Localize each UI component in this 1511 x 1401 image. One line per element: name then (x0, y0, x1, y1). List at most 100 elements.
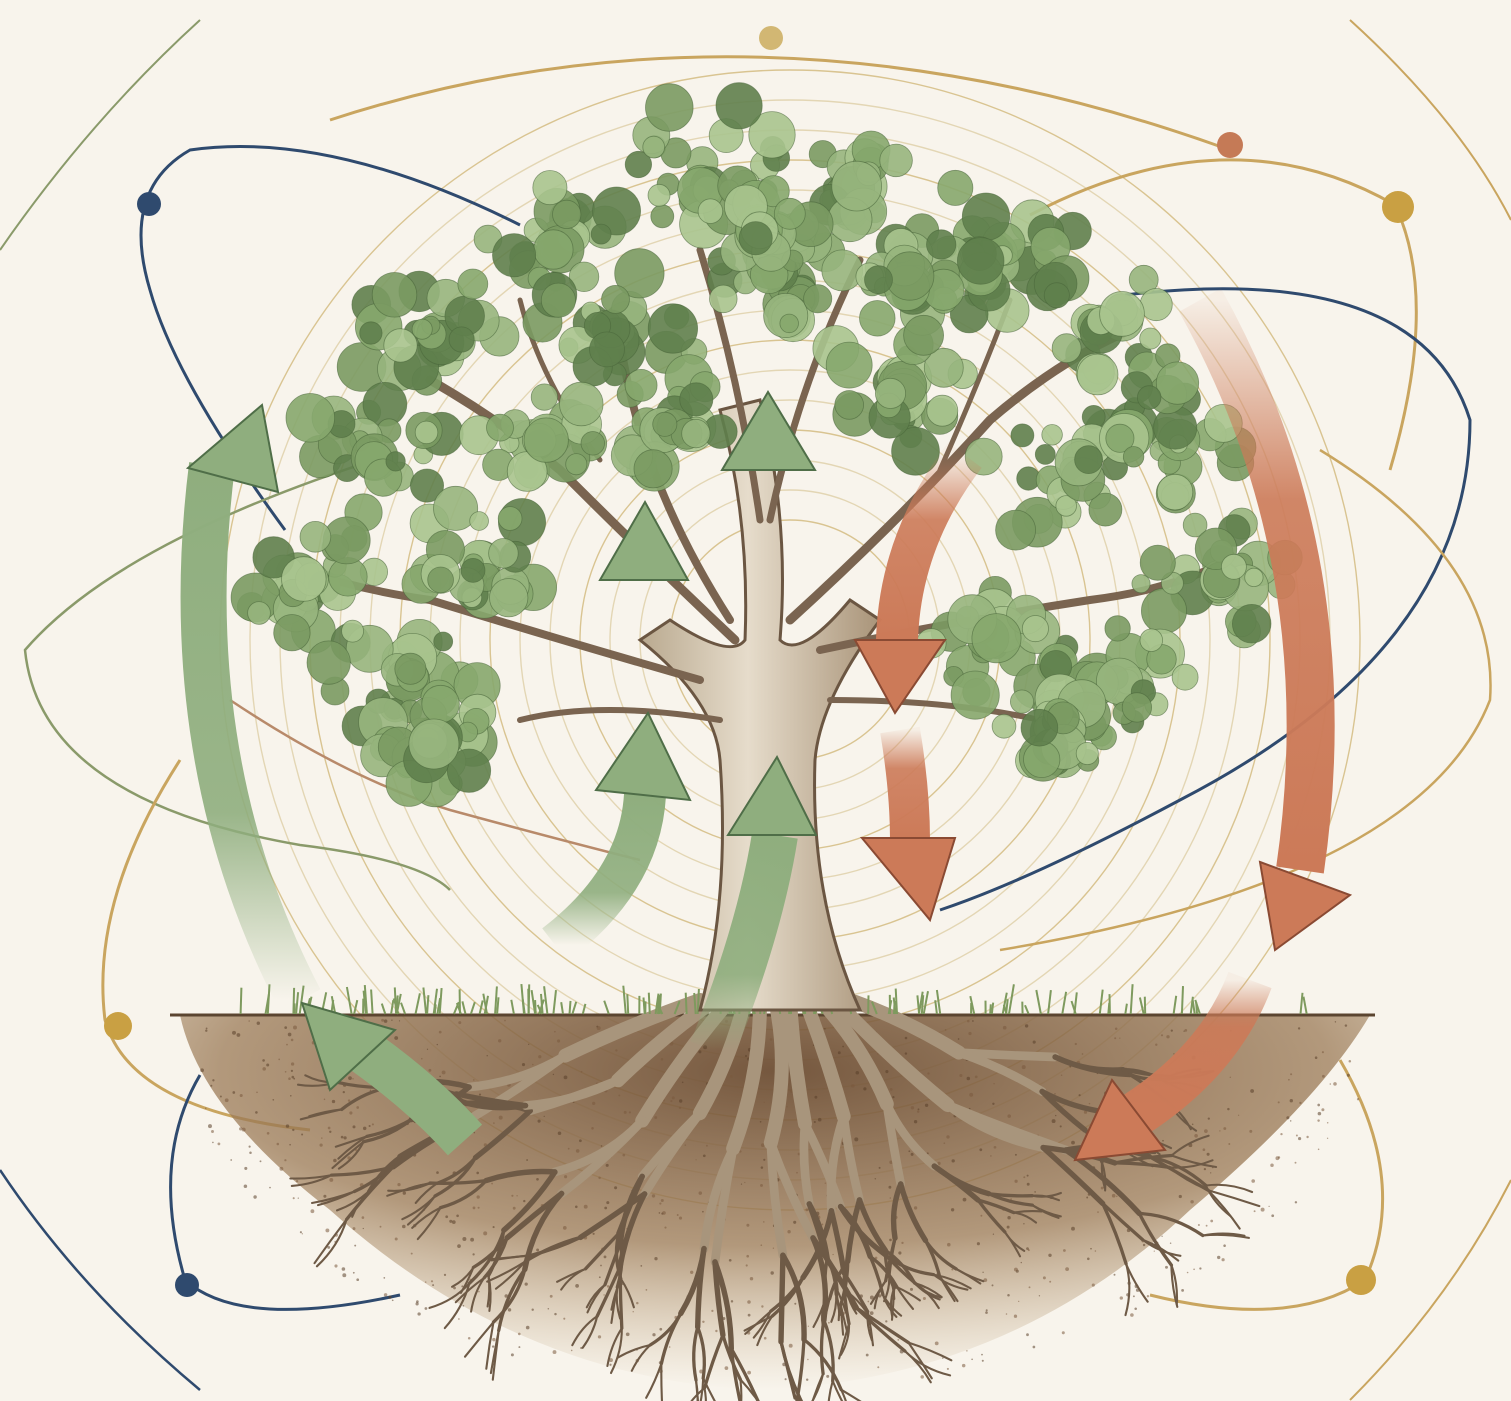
soil-dot (1222, 1258, 1225, 1261)
leaf (1076, 742, 1098, 764)
soil-dot (729, 1259, 732, 1262)
grass-blade (553, 990, 556, 1014)
soil-dot (487, 1055, 488, 1056)
soil-dot (208, 1124, 212, 1128)
grass-blade (1036, 990, 1041, 1014)
soil-dot (699, 1191, 702, 1194)
soil-dot (598, 1335, 601, 1338)
soil-dot (854, 1137, 858, 1141)
grass-blade (1125, 1004, 1127, 1014)
grass-blade (497, 997, 498, 1014)
soil-dot (614, 1186, 617, 1189)
grass-blade (924, 991, 928, 1014)
orbit-outer-right (1350, 20, 1511, 220)
orbit-node-icon (104, 1012, 132, 1040)
soil-dot (232, 1091, 235, 1094)
soil-dot (508, 1308, 511, 1311)
soil-dot (654, 1257, 657, 1260)
soil-dot (384, 1019, 388, 1023)
soil-dot (805, 1208, 808, 1211)
soil-dot (604, 1207, 607, 1210)
leaf (886, 252, 934, 300)
soil-dot (291, 1070, 293, 1072)
soil-dot (493, 1122, 495, 1124)
soil-dot (257, 1022, 260, 1025)
soil-dot (885, 1070, 888, 1073)
soil-dot (1039, 1295, 1040, 1296)
grass-blade (511, 1000, 514, 1014)
soil-dot (349, 1111, 352, 1114)
soil-dot (470, 1238, 474, 1242)
leaf (646, 84, 694, 132)
leaf (680, 383, 713, 416)
leaf (698, 199, 723, 224)
soil-dot (291, 1039, 294, 1042)
soil-dot (584, 1205, 588, 1209)
soil-dot (698, 1050, 701, 1053)
soil-dot (249, 1152, 252, 1155)
soil-dot (353, 1125, 356, 1128)
soil-dot (1162, 1140, 1164, 1142)
leaf (875, 378, 905, 408)
leaf (957, 238, 1004, 285)
leaf (682, 419, 710, 447)
soil-dot (963, 1198, 967, 1202)
soil-dot (1203, 1148, 1206, 1151)
soil-dot (1055, 1115, 1056, 1116)
soil-dot (411, 1253, 413, 1255)
soil-dot (381, 1019, 384, 1022)
grass-blade (521, 984, 524, 1014)
soil-dot (1114, 1037, 1116, 1039)
soil-dot (463, 1305, 465, 1307)
soil-dot (1043, 1276, 1046, 1279)
soil-dot (672, 1096, 675, 1099)
soil-dot (1298, 1027, 1300, 1029)
soil-dot (677, 1214, 679, 1216)
leaf (533, 171, 567, 205)
soil-dot (253, 1195, 256, 1198)
soil-dot (1270, 1164, 1274, 1168)
soil-dot (1075, 1043, 1077, 1045)
soil-dot (888, 1186, 891, 1189)
soil-dot (343, 1136, 346, 1139)
soil-dot (977, 1242, 980, 1245)
arrow-down-icon (1260, 862, 1350, 950)
leaf (449, 327, 474, 352)
soil-dot (504, 1020, 506, 1022)
soil-dot (1087, 1258, 1090, 1261)
leaf (927, 395, 958, 426)
soil-dot (1198, 1224, 1200, 1226)
soil-dot (1317, 1104, 1320, 1107)
soil-dot (842, 1046, 844, 1048)
soil-dot (458, 1021, 461, 1024)
soil-dot (670, 1100, 672, 1102)
grass-blade (1174, 996, 1177, 1014)
soil-dot (1060, 1125, 1062, 1127)
soil-dot (310, 1209, 314, 1213)
soil-dot (289, 1144, 291, 1146)
soil-dot (703, 1154, 706, 1157)
soil-dot (473, 1079, 475, 1081)
soil-dot (877, 1366, 879, 1368)
soil-dot (826, 1375, 829, 1378)
soil-dot (1071, 1227, 1075, 1231)
soil-dot (348, 1099, 350, 1101)
leaf (1245, 568, 1263, 586)
soil-dot (244, 1167, 247, 1170)
soil-dot (1062, 1331, 1065, 1334)
soil-dot (302, 1233, 303, 1234)
soil-dot (624, 1111, 627, 1114)
soil-dot (741, 1183, 742, 1184)
soil-dot (747, 1300, 751, 1304)
leaf (602, 285, 630, 313)
grass-blade (423, 988, 426, 1015)
leaf (1022, 616, 1048, 642)
soil-dot (690, 1271, 693, 1274)
soil-dot (473, 1207, 476, 1210)
soil-dot (553, 1350, 557, 1354)
soil-dot (260, 1160, 262, 1162)
grass-blade (1193, 1000, 1195, 1014)
grass-blade (1009, 984, 1014, 1014)
soil-dot (212, 1142, 214, 1144)
soil-dot (284, 1159, 286, 1161)
